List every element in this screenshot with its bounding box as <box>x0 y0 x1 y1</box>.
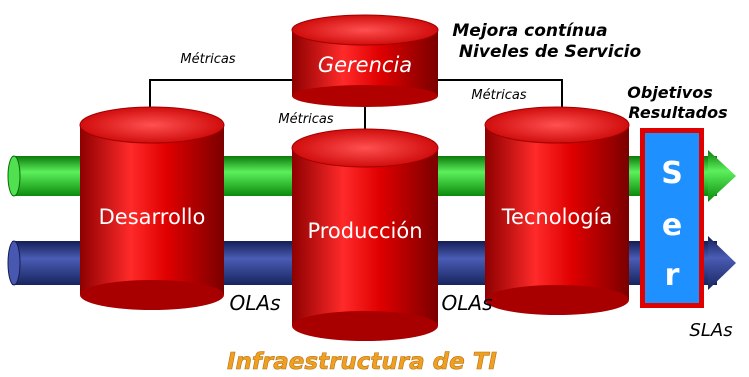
cylinder-desarrollo <box>79 106 225 310</box>
produccion-label: Producción <box>307 219 422 243</box>
green-arrow-head <box>708 150 736 202</box>
desarrollo-label: Desarrollo <box>99 205 206 229</box>
service-letter-s: S <box>661 156 683 191</box>
ola-right-label: OLAs <box>442 291 493 315</box>
cylinder-produccion <box>291 128 439 341</box>
metrics-center-label: Métricas <box>278 112 333 127</box>
green-pipe-end <box>7 155 21 197</box>
service-letter-e: e <box>662 208 682 243</box>
goals-line1: Objetivos <box>627 83 712 102</box>
header-line2: Niveles de Servicio <box>459 42 642 62</box>
header-line1: Mejora contínua <box>452 21 607 41</box>
tecnologia-label: Tecnología <box>501 205 613 229</box>
ola-left-label: OLAs <box>230 291 281 315</box>
cylinder-gerencia <box>291 14 439 107</box>
goals-line2: Resultados <box>628 103 727 122</box>
metrics-right-label: Métricas <box>471 88 526 103</box>
gerencia-label: Gerencia <box>318 53 412 77</box>
service-letter-r: r <box>665 258 680 293</box>
footer-title: Infraestructura de TI <box>227 349 497 375</box>
blue-pipe-end <box>7 240 21 286</box>
service-box: S e r <box>640 128 704 308</box>
metrics-left-label: Métricas <box>180 52 235 67</box>
blue-arrow-head <box>708 236 736 290</box>
sla-label: SLAs <box>689 320 732 341</box>
cylinder-tecnologia <box>484 106 630 315</box>
